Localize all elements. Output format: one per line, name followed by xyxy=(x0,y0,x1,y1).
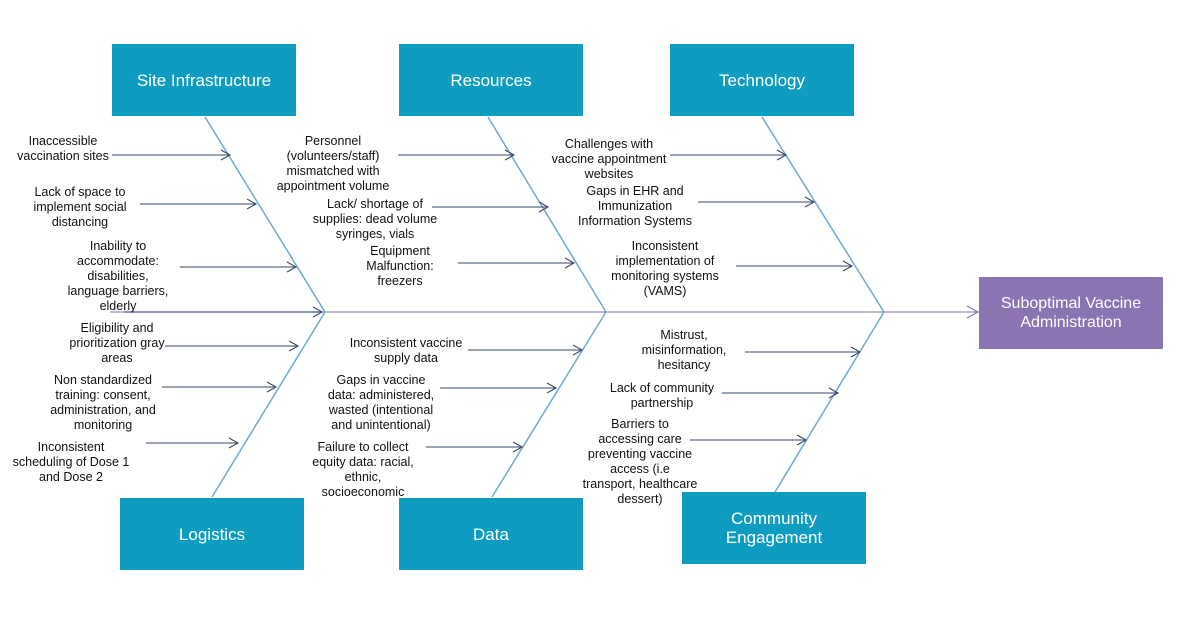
cause-label: Inconsistent vaccine supply data xyxy=(349,336,463,365)
category-resources: Resources xyxy=(399,44,583,116)
cause-label: Non standardized training: consent, admi… xyxy=(50,373,156,432)
category-community-engagement: Community Engagement xyxy=(682,492,866,564)
category-technology: Technology xyxy=(670,44,854,116)
cause-label: Gaps in vaccine data: administered, wast… xyxy=(327,373,435,432)
cause-label: Lack/ shortage of supplies: dead volume … xyxy=(312,197,438,241)
cause-label: Inaccessible vaccination sites xyxy=(17,134,109,163)
bone-data xyxy=(491,311,607,498)
bone-community-engagement xyxy=(774,311,885,493)
bone-site-infrastructure xyxy=(204,116,326,313)
cause-label: Lack of space to implement social distan… xyxy=(33,185,127,229)
effect-box: Suboptimal Vaccine Administration xyxy=(979,277,1163,349)
cause-label: Challenges with vaccine appointment webs… xyxy=(551,137,667,181)
bone-resources xyxy=(487,116,607,313)
cause-label: Equipment Malfunction: freezers xyxy=(366,244,434,288)
cause-label: Lack of community partnership xyxy=(609,381,715,410)
cause-label: Failure to collect equity data: racial, … xyxy=(312,440,414,499)
cause-label: Mistrust, misinformation, hesitancy xyxy=(641,328,727,372)
cause-label: Eligibility and prioritization gray area… xyxy=(69,321,165,365)
category-logistics: Logistics xyxy=(120,498,304,570)
bone-technology xyxy=(761,116,885,313)
cause-label: Inconsistent implementation of monitorin… xyxy=(611,239,719,298)
category-data: Data xyxy=(399,498,583,570)
cause-label: Barriers to accessing care preventing va… xyxy=(582,417,698,506)
cause-label: Gaps in EHR and Immunization Information… xyxy=(578,184,692,228)
cause-label: Inability to accommodate: disabilities, … xyxy=(67,239,169,313)
cause-label: Personnel (volunteers/staff) mismatched … xyxy=(276,134,390,193)
category-site-infrastructure: Site Infrastructure xyxy=(112,44,296,116)
cause-label: Inconsistent scheduling of Dose 1 and Do… xyxy=(12,440,130,484)
bone-logistics xyxy=(211,311,326,498)
